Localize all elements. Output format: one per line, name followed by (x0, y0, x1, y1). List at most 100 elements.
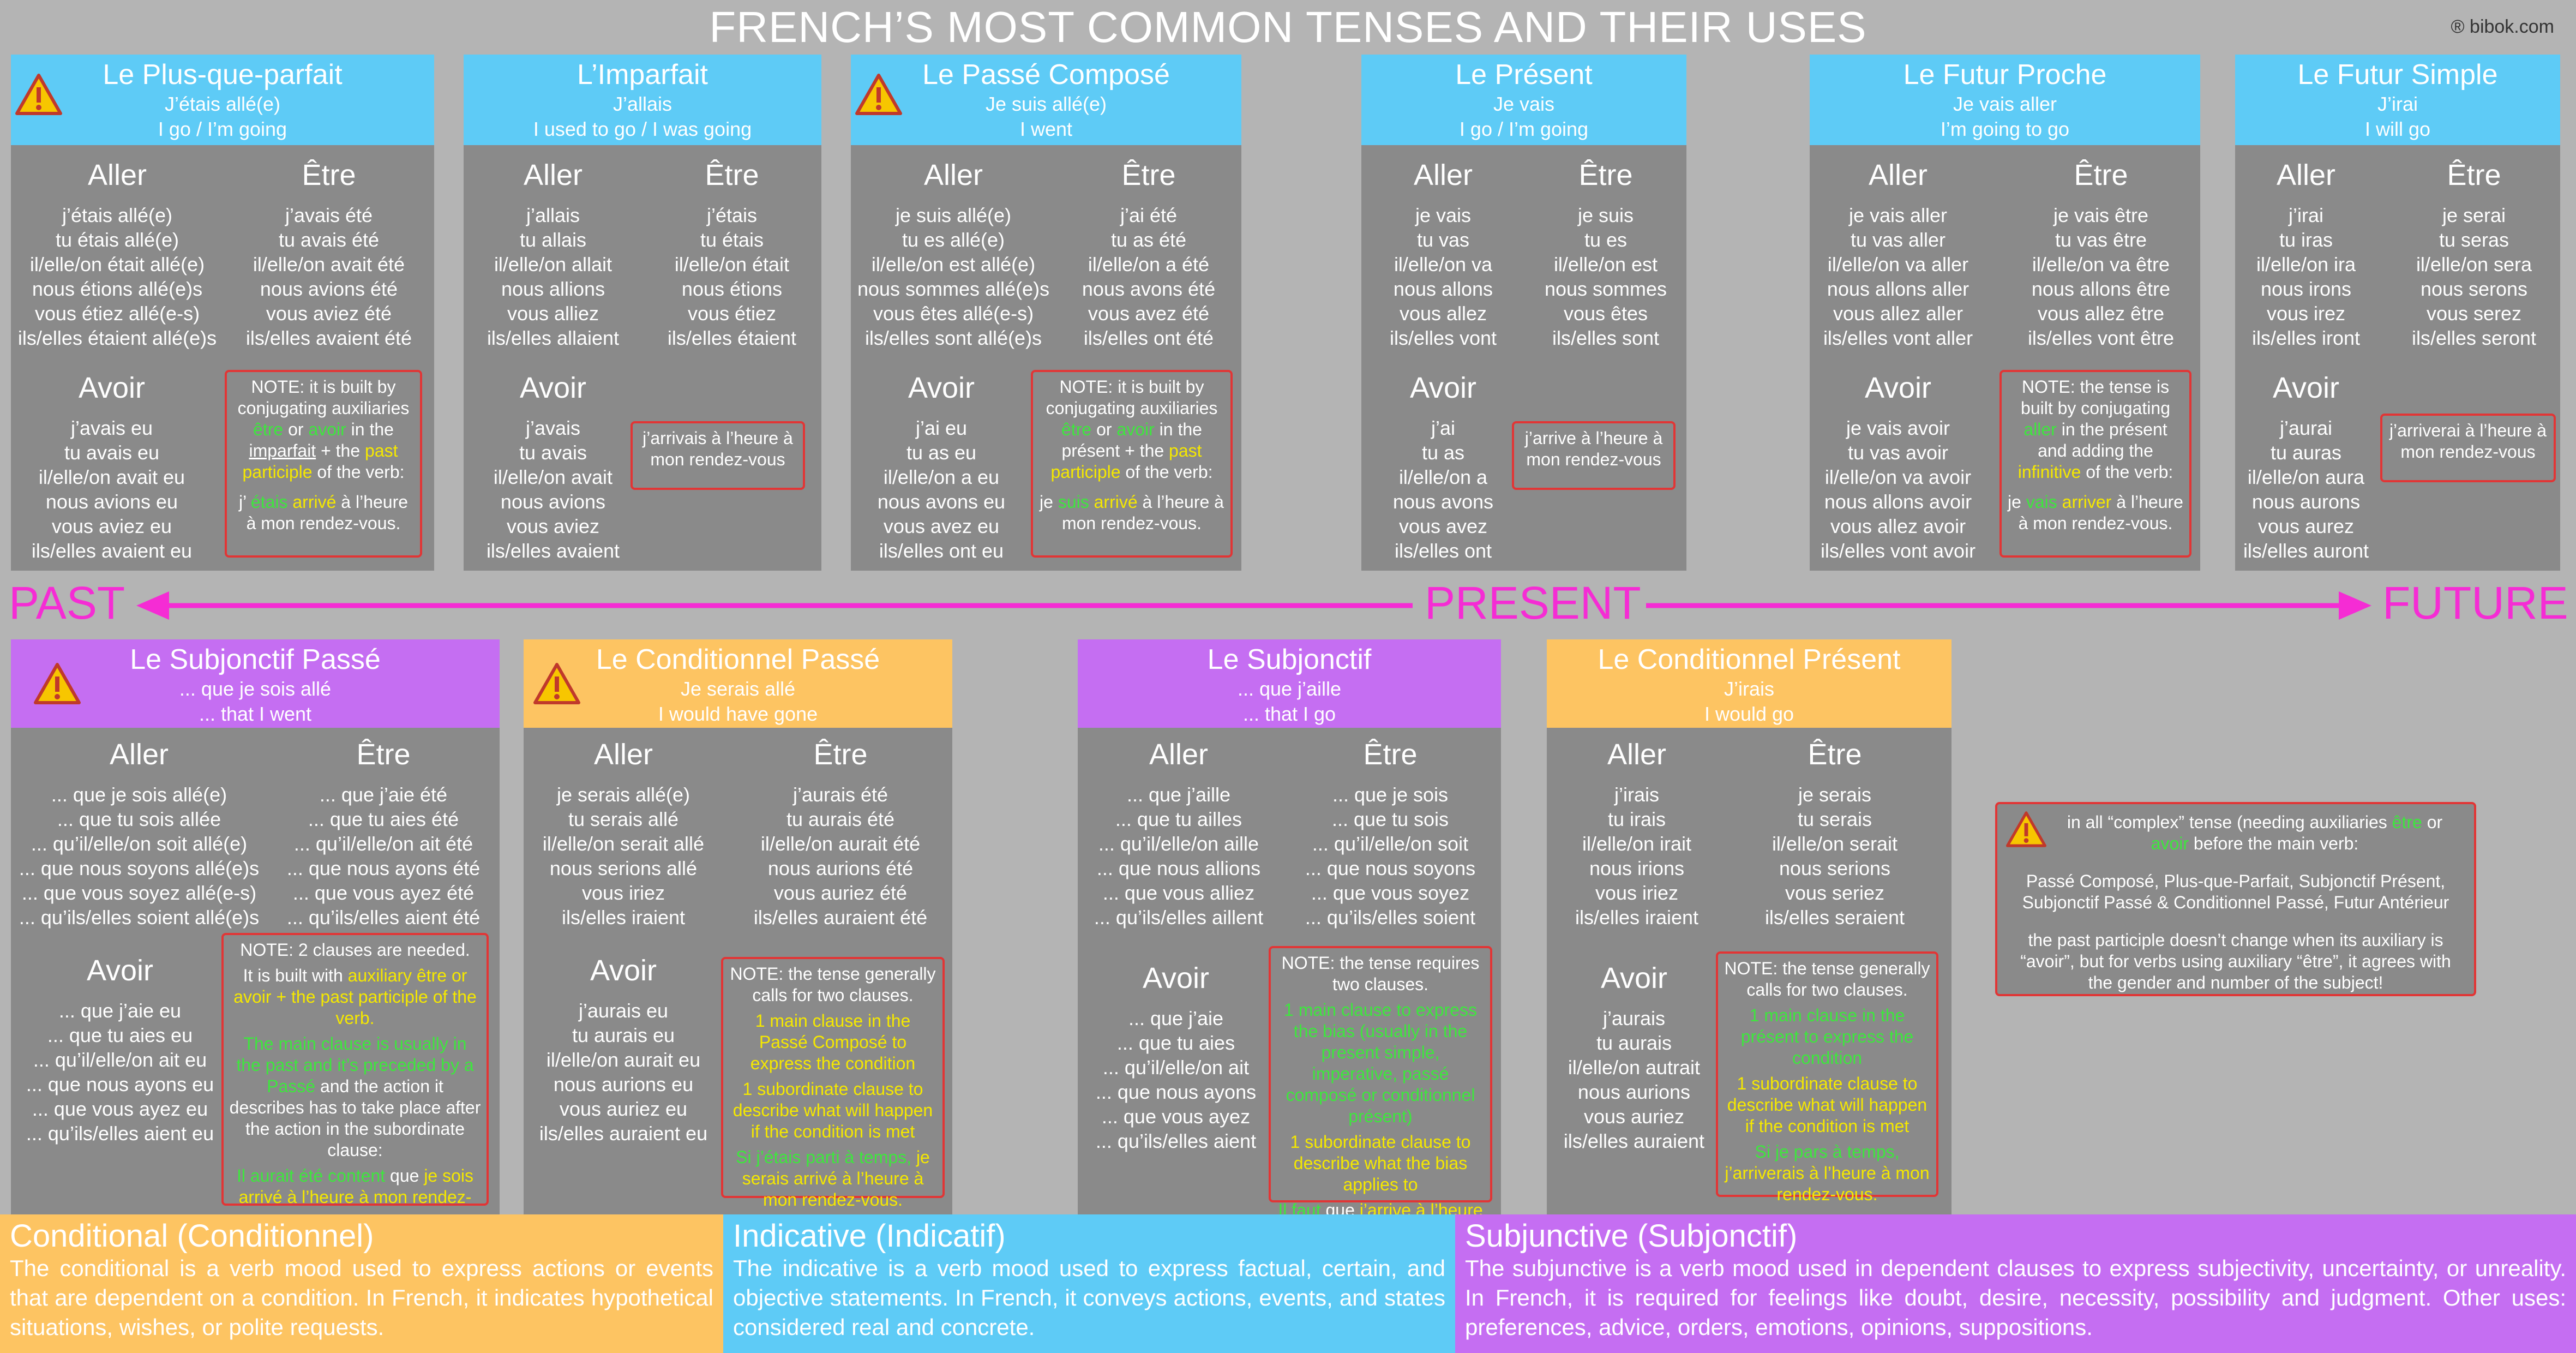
verb-forms: je serais tu serais il/elle/on serait no… (1764, 783, 1905, 929)
tense-example-en: ... that I went (199, 703, 312, 725)
note-highlight: avoir (308, 420, 346, 439)
note-text: NOTE: it is built by conjugating auxilia… (1046, 377, 1218, 418)
note-text: que (390, 1166, 419, 1186)
verb-label: Aller (87, 159, 147, 191)
verb-label: Être (1121, 159, 1176, 191)
verb-label: Être (705, 159, 759, 191)
note-text: of the verb: (1125, 462, 1213, 482)
warning-icon (34, 663, 81, 704)
timeline-arrow-left (136, 591, 1413, 620)
aller-column: Aller ... que j’aille ... que tu ailles … (1078, 735, 1280, 930)
card-body: Aller ... que j’aille ... que tu ailles … (1078, 728, 1501, 1241)
etre-column: Être j’étais tu étais il/elle/on était n… (643, 156, 821, 350)
verb-label: Être (1363, 738, 1418, 771)
note-highlight: 1 main clause to express the bias (usual… (1284, 1000, 1477, 1126)
note-highlight: j’arriverais à l’heure à mon rendez-vous… (1725, 1163, 1930, 1204)
verb-label: Avoir (86, 954, 154, 987)
note-text: and the action it describes has to take … (229, 1076, 481, 1160)
note-text: It is built with (243, 966, 343, 985)
card-conditionnel-present: Le Conditionnel Présent J’irais I would … (1547, 639, 1951, 1214)
note-highlight: 1 subordinate clause to describe what wi… (732, 1079, 933, 1141)
aller-column: Aller j’irai tu iras il/elle/on ira nous… (2235, 156, 2377, 350)
avoir-column: Avoir j’ai eu tu as eu il/elle/on a eu n… (851, 369, 1032, 563)
note-box: NOTE: it is built by conjugating auxilia… (225, 370, 422, 558)
note-highlight: être (1061, 420, 1092, 439)
verb-label: Aller (593, 738, 653, 771)
tense-example-en: I would have gone (658, 703, 818, 725)
card-header: Le Futur Simple J’irai I will go (2235, 55, 2560, 145)
note-text: j’ (238, 492, 246, 512)
verb-forms: j’ai eu tu as eu il/elle/on a eu nous av… (877, 417, 1006, 562)
verb-forms: j’aurais tu aurais il/elle/on autrait no… (1563, 1007, 1705, 1152)
aller-column: Aller je vais aller tu vas aller il/elle… (1810, 156, 1986, 350)
card-imparfait: L’Imparfait J’allais I used to go / I wa… (464, 55, 821, 571)
etre-column: Être ... que je sois ... que tu sois ...… (1280, 735, 1501, 930)
note-example: je vais arriver à l’heure à mon rendez-v… (2007, 492, 2184, 534)
card-header: Le Conditionnel Présent J’irais I would … (1547, 639, 1951, 728)
etre-column: Être j’avais été tu avais été il/elle/on… (224, 156, 434, 350)
verb-label: Être (302, 159, 356, 191)
note-text: + the (1125, 441, 1164, 460)
avoir-column: Avoir j’avais eu tu avais eu il/elle/on … (11, 369, 213, 563)
card-body: Aller je serais allé(e) tu serais allé i… (524, 728, 952, 1214)
note-text: or (288, 420, 304, 439)
card-header: Le Futur Proche Je vais aller I’m going … (1810, 55, 2200, 145)
verb-label: Avoir (519, 372, 587, 404)
verb-label: Aller (1413, 159, 1473, 191)
verb-label: Avoir (1864, 372, 1932, 404)
avoir-column: Avoir j’aurai tu auras il/elle/on aura n… (2235, 369, 2377, 563)
tense-example-fr: ... que j’aille (1237, 678, 1342, 700)
verb-forms: j’avais été tu avais été il/elle/on avai… (245, 204, 412, 349)
card-header: L’Imparfait J’allais I used to go / I wa… (464, 55, 821, 145)
verb-forms: ... que j’aille ... que tu ailles ... qu… (1094, 783, 1264, 929)
card-body: Aller j’étais allé(e) tu étais allé(e) i… (11, 145, 434, 571)
note-text: NOTE: the tense generally calls for two … (1724, 959, 1930, 999)
info-box: in all “complex” tense (needing auxiliar… (1995, 802, 2476, 996)
avoir-column: Avoir ... que j’aie ... que tu aies ... … (1078, 959, 1274, 1153)
note-text: je (1040, 492, 1053, 512)
verb-label: Avoir (1142, 962, 1210, 995)
info-text: Passé Composé, Plus-que-Parfait, Subjonc… (2022, 871, 2449, 912)
card-header: Le Subjonctif ... que j’aille ... that I… (1078, 639, 1501, 728)
verb-label: Avoir (78, 372, 146, 404)
verb-label: Être (356, 738, 411, 771)
tense-example-fr: J’allais (613, 93, 672, 115)
tense-example-fr: Je serais allé (680, 678, 796, 700)
verb-label: Être (1808, 738, 1862, 771)
verb-forms: j’étais tu étais il/elle/on était nous é… (667, 204, 797, 349)
note-highlight: avoir (1116, 420, 1155, 439)
card-header: Le Plus-que-parfait J’étais allé(e) I go… (11, 55, 434, 145)
verb-label: Aller (1149, 738, 1209, 771)
note-text: in the (351, 420, 394, 439)
card-header: Le Présent Je vais I go / I’m going (1361, 55, 1686, 145)
verb-forms: ... que j’aie eu ... que tu aies eu ... … (26, 999, 214, 1145)
etre-column: Être je serai tu seras il/elle/on sera n… (2388, 156, 2560, 350)
note-text: in the (1159, 420, 1202, 439)
card-futur-simple: Le Futur Simple J’irai I will go Aller j… (2235, 55, 2560, 571)
card-subjonctif-passe: Le Subjonctif Passé ... que je sois allé… (11, 639, 500, 1228)
note-highlight: auxiliary être or avoir + the past parti… (233, 966, 477, 1028)
tense-example-en: ... that I go (1242, 703, 1336, 725)
tense-name: Le Conditionnel Passé (596, 644, 880, 675)
card-header: Le Subjonctif Passé ... que je sois allé… (11, 639, 500, 728)
etre-column: Être ... que j’aie été ... que tu aies é… (267, 735, 500, 930)
note-highlight: être (253, 420, 284, 439)
card-body: Aller je vais aller tu vas aller il/elle… (1810, 145, 2200, 571)
note-example: je suis arrivé à l’heure à mon rendez-vo… (1038, 492, 1225, 534)
verb-forms: j’irai tu iras il/elle/on ira nous irons… (2251, 204, 2361, 349)
note-tense: imparfait (249, 441, 316, 460)
tense-example-en: I used to go / I was going (533, 118, 752, 140)
verb-forms: ... que je sois allé(e) ... que tu sois … (19, 783, 260, 929)
note-text: NOTE: the tense requires two clauses. (1281, 953, 1480, 994)
tense-name: Le Plus-que-parfait (103, 59, 343, 91)
note-box: NOTE: it is built by conjugating auxilia… (1031, 370, 1233, 558)
note-highlight: Si j’étais parti à temps, (736, 1147, 912, 1167)
tense-example-en: I go / I’m going (158, 118, 287, 140)
note-box: NOTE: the tense requires two clauses. 1 … (1269, 946, 1492, 1241)
note-highlight: étais (250, 492, 288, 512)
verb-forms: ... que j’aie été ... que tu aies été ..… (286, 783, 481, 929)
tense-example-en: I went (1019, 118, 1073, 140)
note-highlight: suis (1058, 492, 1089, 512)
card-plus-que-parfait: Le Plus-que-parfait J’étais allé(e) I go… (11, 55, 434, 571)
note-highlight: The main clause is usually in the past a… (236, 1034, 474, 1096)
